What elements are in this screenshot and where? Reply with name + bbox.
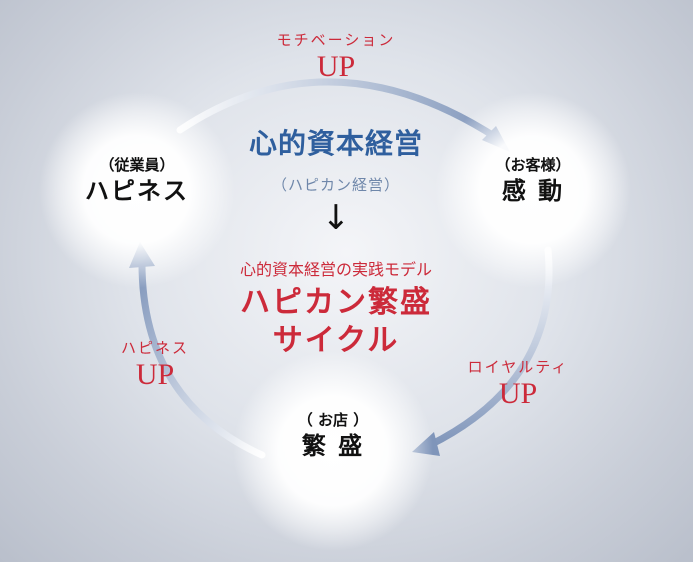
arc-motivation	[176, 78, 501, 142]
node-glow-employees	[39, 92, 235, 288]
node-customers-sub: （お客様）	[495, 156, 571, 174]
node-store: （ お店 ） 繁 盛	[253, 410, 413, 462]
cycle-name-line2: サイクル	[272, 323, 400, 358]
node-glow-customers	[435, 92, 631, 288]
happiness-up: UP	[135, 358, 175, 391]
happiness-up-label: ハピネス UP	[100, 338, 210, 392]
motivation-up-label: モチベーション UP	[246, 30, 426, 84]
center-cycle-name: ハピカン繁盛 サイクル	[196, 284, 476, 360]
down-arrow-icon: ↓	[321, 198, 351, 238]
motivation-up: UP	[316, 50, 356, 83]
node-employees: （従業員） ハピネス	[57, 155, 217, 207]
node-store-sub: （ お店 ）	[297, 411, 369, 429]
node-customers-main: 感 動	[501, 176, 565, 205]
center-subtitle: （ハピカン経営）	[271, 176, 400, 194]
node-store-main: 繁 盛	[301, 431, 365, 460]
node-employees-main: ハピネス	[85, 176, 189, 205]
cycle-name-line1: ハピカン繁盛	[240, 285, 432, 320]
happiness-text: ハピネス	[120, 339, 189, 357]
arc-happiness	[138, 254, 266, 459]
motivation-text: モチベーション	[276, 31, 396, 49]
center-model-label: 心的資本経営の実践モデル	[239, 260, 432, 279]
node-glow-store	[233, 351, 433, 551]
node-employees-sub: （従業員）	[99, 156, 175, 174]
node-customers: （お客様） 感 動	[453, 155, 613, 207]
center-title: 心的資本経営	[248, 127, 423, 160]
loyalty-text: ロイヤルティ	[467, 358, 569, 376]
loyalty-up: UP	[498, 377, 538, 410]
loyalty-up-label: ロイヤルティ UP	[448, 357, 588, 411]
